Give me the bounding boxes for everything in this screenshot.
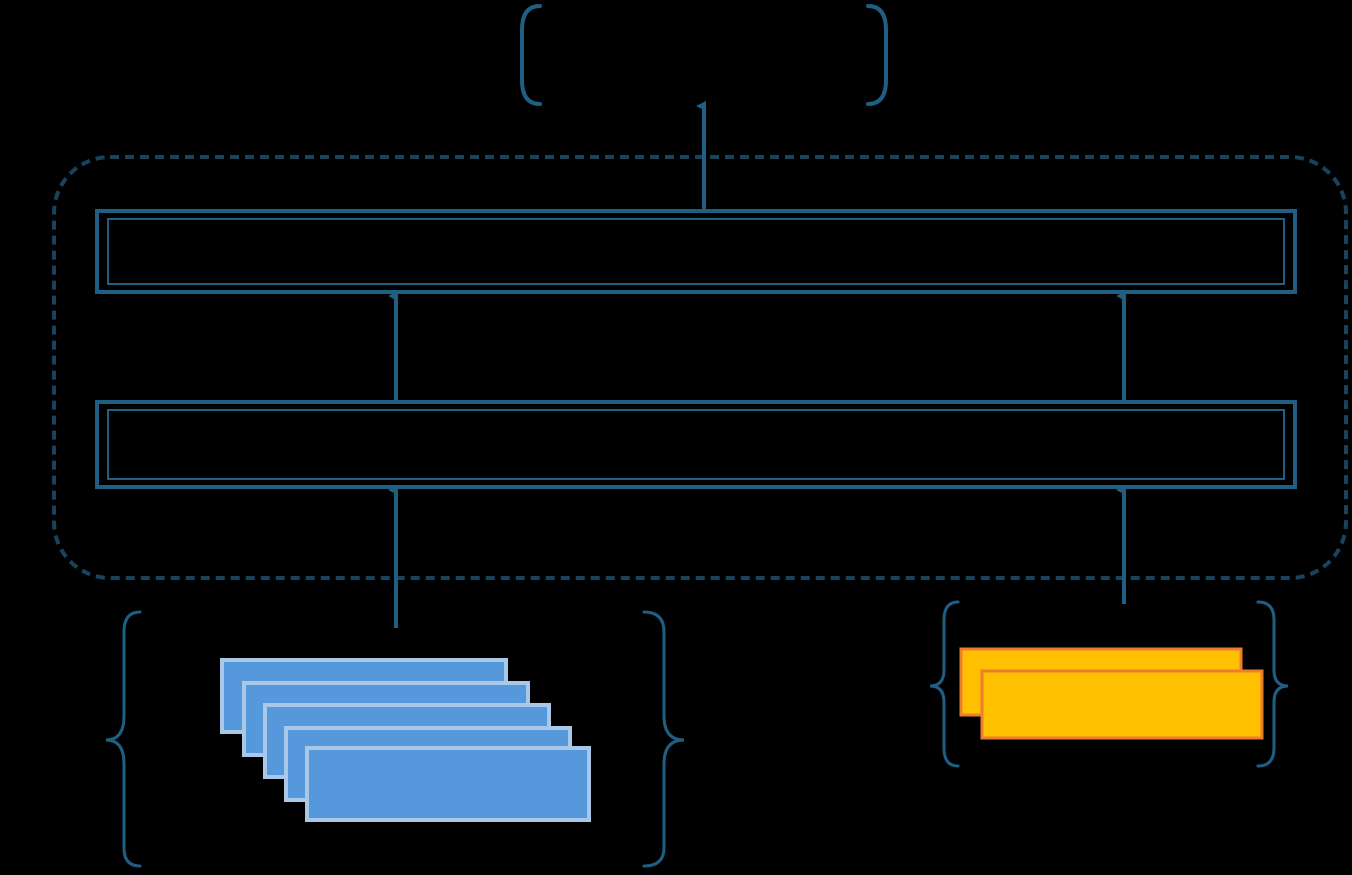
upper-layer-box: [95, 209, 1297, 294]
output-bracket-left: [520, 4, 542, 106]
lower-layer-box: [95, 400, 1297, 489]
yellow-input-group: [929, 600, 1289, 768]
yellow-input-left-brace: [929, 600, 960, 768]
output-bracket-right: [866, 4, 888, 106]
blue-card: [305, 746, 591, 822]
blue-input-group: [105, 610, 685, 868]
blue-input-right-brace: [642, 610, 685, 868]
yellow-input-right-brace: [1256, 600, 1289, 768]
output-bracket: [520, 4, 888, 106]
blue-card-stack: [220, 658, 591, 822]
yellow-card: [980, 669, 1264, 740]
blue-input-left-brace: [105, 610, 142, 868]
yellow-card-stack: [959, 647, 1264, 740]
dashed-container: [52, 155, 1348, 580]
